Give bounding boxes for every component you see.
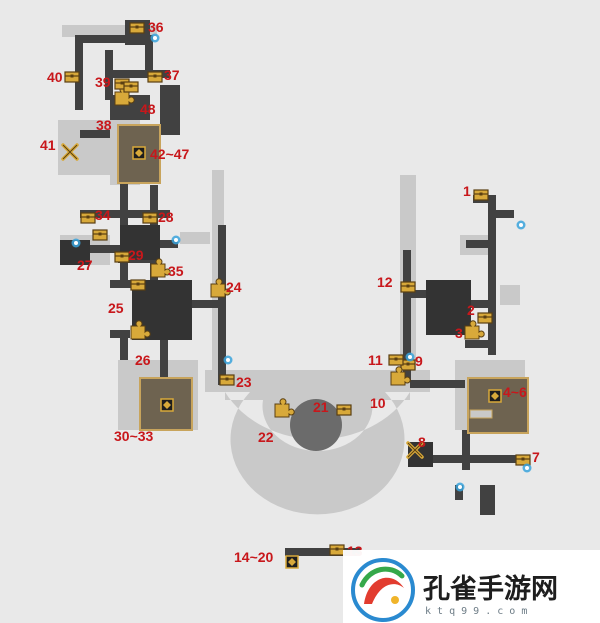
marker-chest-icon xyxy=(477,312,493,324)
marker-label: 41 xyxy=(40,137,56,153)
teleport-icon xyxy=(522,463,532,473)
marker-label: 48 xyxy=(140,101,156,117)
marker-label: 9 xyxy=(415,353,423,369)
marker-chest-icon xyxy=(515,454,531,466)
marker-label: 8 xyxy=(418,434,426,450)
marker-label: 4~6 xyxy=(503,384,527,400)
marker-label: 28 xyxy=(158,209,174,225)
marker-puzzle-icon xyxy=(150,258,171,278)
marker-label: 12 xyxy=(377,274,393,290)
marker-chest-icon xyxy=(80,212,96,224)
marker-label: 30~33 xyxy=(114,428,154,444)
marker-cross-icon xyxy=(61,143,79,161)
marker-label: 39 xyxy=(95,74,111,90)
watermark-url: k t q 9 9 . c o m xyxy=(425,606,527,617)
marker-label: 29 xyxy=(128,247,144,263)
marker-label: 36 xyxy=(148,19,164,35)
marker-chest-icon xyxy=(64,71,80,83)
marker-label: 35 xyxy=(168,263,184,279)
marker-label: 25 xyxy=(108,300,124,316)
watermark-title: 孔雀手游网 xyxy=(423,574,558,605)
marker-chest-icon xyxy=(219,374,235,386)
marker-chest-icon xyxy=(130,279,146,291)
marker-puzzle-icon xyxy=(390,366,411,386)
marker-chest-icon xyxy=(147,71,163,83)
marker-cross-icon xyxy=(406,441,424,459)
marker-puzzle-icon xyxy=(464,320,485,340)
marker-chest-icon xyxy=(142,212,158,224)
teleport-icon xyxy=(516,220,526,230)
teleport-icon xyxy=(405,352,415,362)
peacock-logo-icon xyxy=(351,558,415,622)
marker-label: 26 xyxy=(135,352,151,368)
marker-label: 2 xyxy=(467,302,475,318)
map-labels: 1234~67891011121314~20212223242526272829… xyxy=(40,19,540,565)
marker-chest-icon xyxy=(336,404,352,416)
marker-chest-icon xyxy=(92,229,108,241)
marker-diamond-icon xyxy=(488,389,502,403)
marker-puzzle-icon xyxy=(274,398,295,418)
marker-label: 7 xyxy=(532,449,540,465)
marker-label: 1 xyxy=(463,183,471,199)
marker-diamond-icon xyxy=(160,398,174,412)
marker-chest-icon xyxy=(114,251,130,263)
marker-puzzle-icon xyxy=(210,278,231,298)
marker-label: 24 xyxy=(226,279,242,295)
marker-chest-icon xyxy=(473,189,489,201)
marker-chest-icon xyxy=(388,354,404,366)
teleport-icon xyxy=(171,235,181,245)
marker-chest-icon xyxy=(129,22,145,34)
marker-diamond-icon xyxy=(285,555,299,569)
teleport-icon xyxy=(223,355,233,365)
marker-label: 3 xyxy=(455,325,463,341)
marker-label: 10 xyxy=(370,395,386,411)
marker-diamond-icon xyxy=(132,146,146,160)
teleport-icon xyxy=(150,33,160,43)
marker-puzzle-icon xyxy=(130,320,151,340)
marker-label: 23 xyxy=(236,374,252,390)
marker-label: 38 xyxy=(96,117,112,133)
marker-label: 21 xyxy=(313,399,329,415)
marker-chest-icon xyxy=(329,544,345,556)
teleport-icon xyxy=(71,238,81,248)
teleport-icon xyxy=(455,482,465,492)
marker-label: 22 xyxy=(258,429,274,445)
watermark: 孔雀手游网 k t q 9 9 . c o m xyxy=(343,550,600,623)
marker-label: 11 xyxy=(368,352,383,368)
marker-label: 40 xyxy=(47,69,63,85)
map-markers xyxy=(61,22,532,569)
marker-label: 27 xyxy=(77,257,93,273)
marker-chest-icon xyxy=(123,81,139,93)
marker-chest-icon xyxy=(400,281,416,293)
marker-label: 14~20 xyxy=(234,549,274,565)
marker-label: 37 xyxy=(164,67,180,83)
marker-label: 34 xyxy=(95,207,111,223)
marker-label: 42~47 xyxy=(150,146,190,162)
